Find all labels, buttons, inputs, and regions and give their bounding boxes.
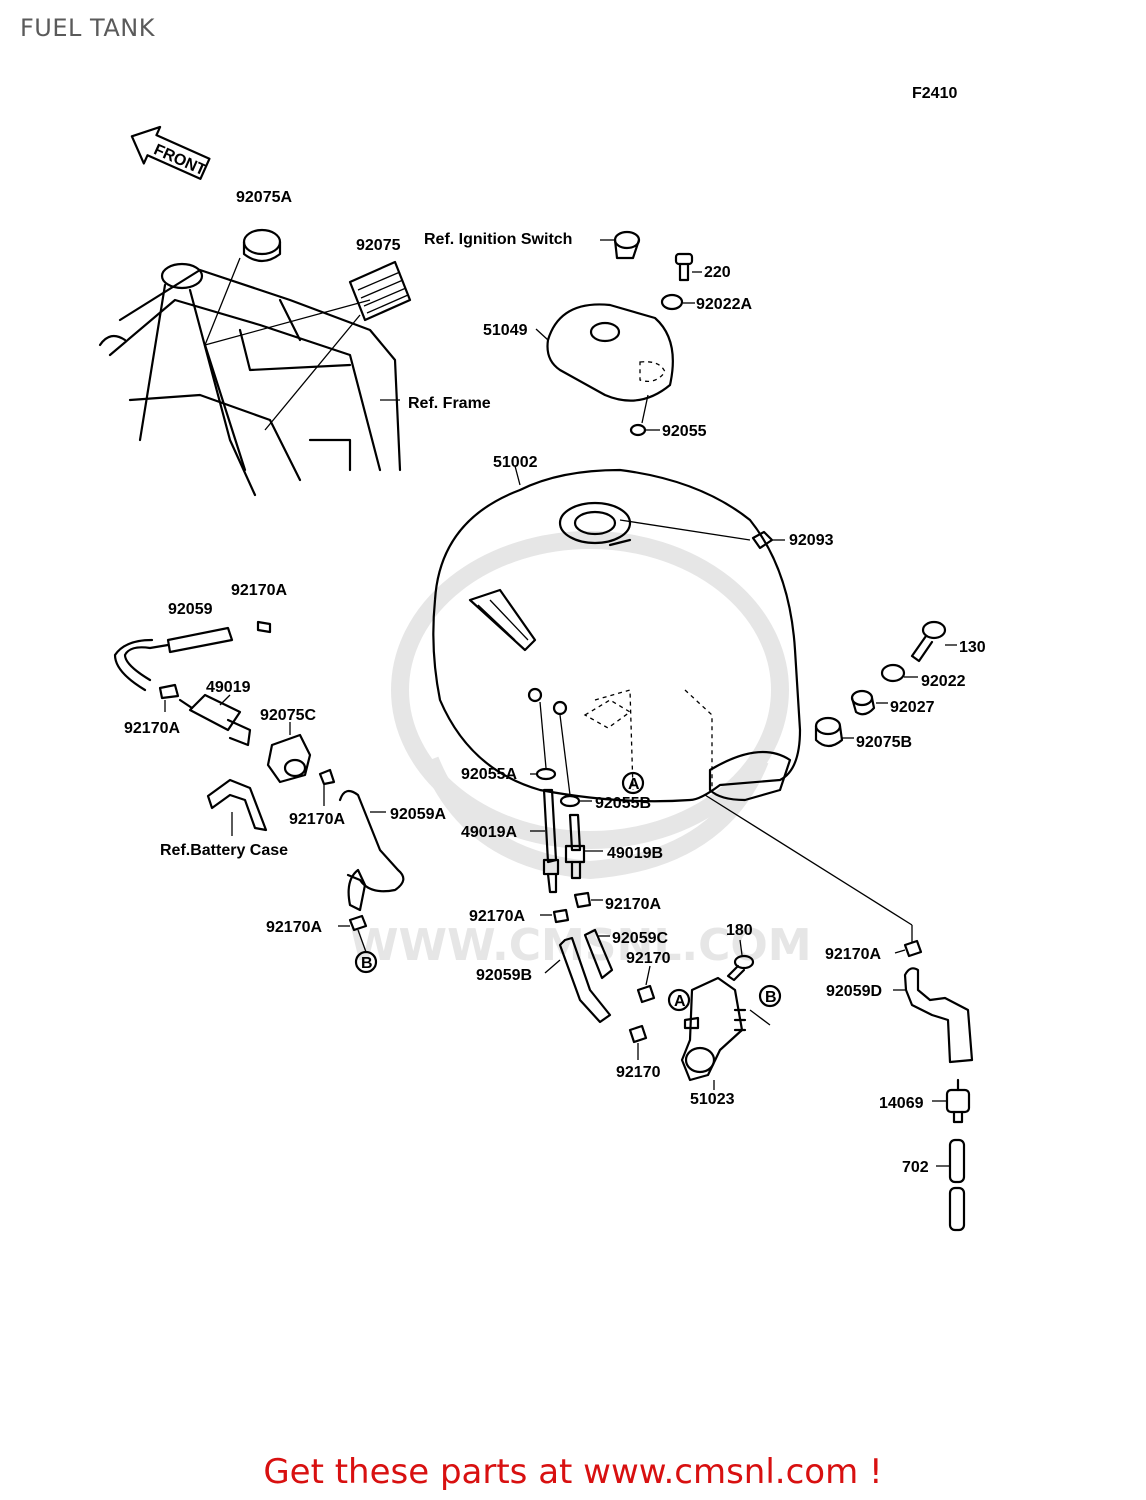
- callout-a-petcock: [667, 988, 691, 1012]
- part-51002-fuel-tank: [432, 468, 802, 803]
- label-92170A-top: 92170A: [231, 582, 287, 599]
- part-92059B-hose: [558, 936, 612, 1024]
- part-49019A-strainer: [542, 788, 560, 894]
- label-92075C: 92075C: [260, 707, 316, 724]
- label-92170-lower: 92170: [616, 1064, 661, 1081]
- part-92093-nut: [751, 530, 774, 550]
- label-92055A: 92055A: [461, 766, 517, 783]
- part-180-screw: [726, 954, 755, 982]
- part-702-hose: [948, 1138, 966, 1232]
- label-220: 220: [704, 264, 731, 281]
- label-92170A-mid: 92170A: [289, 811, 345, 828]
- part-92170-clamp-1: [636, 984, 656, 1004]
- part-51023-petcock: [680, 976, 747, 1082]
- label-92059A: 92059A: [390, 806, 446, 823]
- label-702: 702: [902, 1159, 929, 1176]
- label-92170A-c2: 92170A: [469, 908, 525, 925]
- part-92170A-clamp-left: [158, 683, 180, 700]
- part-92055B-oring: [559, 794, 581, 808]
- label-92170A-right: 92170A: [825, 946, 881, 963]
- callout-b-left-text: B: [361, 955, 373, 972]
- part-92170A-clamp-right: [903, 939, 923, 958]
- part-92170A-clamp-top: [256, 620, 272, 634]
- ref-frame-label: Ref. Frame: [408, 395, 491, 412]
- part-92022-washer: [880, 663, 906, 683]
- drawing-code: F2410: [912, 85, 957, 102]
- part-92075-damper: [348, 260, 412, 322]
- part-92059D-hose: [903, 967, 974, 1064]
- callout-a-petcock-text: A: [674, 993, 686, 1010]
- part-92059-hose: [166, 626, 234, 654]
- hose-bend-left: [123, 643, 170, 682]
- ref-ignition-switch-label: Ref. Ignition Switch: [424, 231, 572, 248]
- label-92022A: 92022A: [696, 296, 752, 313]
- part-92170A-clamp-mid: [318, 768, 336, 786]
- label-92075B: 92075B: [856, 734, 912, 751]
- watermark: WWW.CMSNL.COM: [350, 531, 812, 971]
- callout-b-petcock-text: B: [765, 989, 777, 1006]
- label-92059: 92059: [168, 601, 213, 618]
- label-92027: 92027: [890, 699, 935, 716]
- part-92075B-damper: [814, 716, 844, 748]
- label-49019: 49019: [206, 679, 251, 696]
- label-14069: 14069: [879, 1095, 924, 1112]
- part-92170A-clamp-lower: [348, 914, 368, 932]
- label-92075A: 92075A: [236, 189, 292, 206]
- part-92075A-damper: [242, 228, 282, 263]
- label-49019A: 49019A: [461, 824, 517, 841]
- label-92059B: 92059B: [476, 967, 532, 984]
- label-92170A-left: 92170A: [124, 720, 180, 737]
- part-92055-grommet: [629, 423, 647, 437]
- label-92170-upper: 92170: [626, 950, 671, 967]
- part-92022A-washer: [660, 293, 684, 311]
- label-92022: 92022: [921, 673, 966, 690]
- label-51049: 51049: [483, 322, 528, 339]
- label-92059D: 92059D: [826, 983, 882, 1000]
- callout-b-petcock: [758, 984, 782, 1008]
- label-51002: 51002: [493, 454, 538, 471]
- battery-case-bracket: [206, 778, 268, 832]
- part-92027-collar: [850, 689, 876, 716]
- part-14069-filter: [945, 1078, 971, 1124]
- footer-link[interactable]: Get these parts at www.cmsnl.com !: [263, 1452, 883, 1492]
- label-92055B: 92055B: [595, 795, 651, 812]
- part-92075C-damper: [266, 733, 312, 784]
- part-51049-cover: [546, 303, 674, 402]
- label-92075: 92075: [356, 237, 401, 254]
- label-130: 130: [959, 639, 986, 656]
- part-92059C-hose: [583, 928, 614, 980]
- part-92059A-hose: [338, 789, 405, 893]
- label-92055: 92055: [662, 423, 707, 440]
- callout-a-tank: [621, 771, 645, 795]
- part-92170-clamp-2: [628, 1024, 648, 1044]
- part-92170A-clamp-c2: [552, 908, 570, 924]
- ref-battery-case-label: Ref.Battery Case: [160, 842, 288, 859]
- part-49019B-strainer: [564, 813, 586, 880]
- frame-drawing: [98, 257, 402, 497]
- label-51023: 51023: [690, 1091, 735, 1108]
- label-92093: 92093: [789, 532, 834, 549]
- part-220-bolt: [674, 252, 694, 282]
- label-180: 180: [726, 922, 753, 939]
- label-49019B: 49019B: [607, 845, 663, 862]
- part-92055A-oring: [535, 767, 557, 781]
- part-92170A-clamp-c1: [573, 891, 592, 909]
- label-92059C: 92059C: [612, 930, 668, 947]
- label-92170A-c1: 92170A: [605, 896, 661, 913]
- label-92170A-lower: 92170A: [266, 919, 322, 936]
- front-arrow-icon: FRONT: [130, 125, 211, 180]
- part-130-bolt: [910, 620, 947, 663]
- callout-a-tank-text: A: [628, 776, 640, 793]
- page-title: FUEL TANK: [20, 14, 155, 42]
- part-49019-filter: [178, 693, 252, 747]
- ignition-switch-nut: [613, 230, 641, 260]
- front-arrow-label: FRONT: [151, 141, 208, 179]
